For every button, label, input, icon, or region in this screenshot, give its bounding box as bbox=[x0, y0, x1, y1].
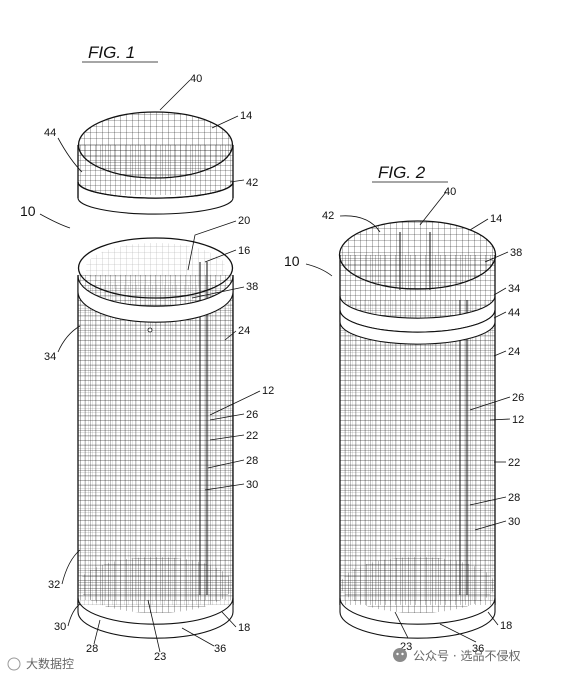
watermark-left: 大数据控 bbox=[7, 656, 74, 671]
ref-label: 32 bbox=[48, 579, 60, 591]
ref-label: 16 bbox=[238, 245, 250, 257]
watermark-logo-icon bbox=[7, 657, 21, 671]
ref-label: 14 bbox=[490, 213, 502, 225]
ref-label: 42 bbox=[322, 210, 334, 222]
ref-label: 34 bbox=[44, 351, 56, 363]
ref-label: 10 bbox=[20, 203, 36, 219]
figure-1-reference-numerals: 40 14 44 42 10 20 16 38 24 34 12 26 22 2… bbox=[20, 73, 274, 663]
ref-label: 28 bbox=[508, 492, 520, 504]
ref-label: 40 bbox=[444, 186, 456, 198]
figure-2-title: FIG. 2 bbox=[378, 163, 426, 182]
rivet bbox=[147, 327, 153, 333]
ref-label: 40 bbox=[190, 73, 202, 85]
ref-label: 28 bbox=[86, 643, 98, 655]
ref-label: 38 bbox=[510, 247, 522, 259]
wechat-icon bbox=[393, 648, 407, 662]
ref-label: 12 bbox=[262, 385, 274, 397]
figure-2-assembled-basket bbox=[338, 220, 497, 639]
assembled-bottom-band bbox=[339, 597, 496, 639]
figure-2-reference-numerals: 40 42 14 38 10 34 44 24 26 12 22 28 30 2… bbox=[284, 186, 524, 655]
ref-label: 22 bbox=[246, 430, 258, 442]
watermark-right-text: 公众号 · 选品不侵权 bbox=[413, 648, 520, 663]
figure-1-title: FIG. 1 bbox=[88, 43, 135, 62]
bottom-collar-band bbox=[77, 597, 234, 639]
ref-label: 18 bbox=[238, 622, 250, 634]
ref-label: 26 bbox=[246, 409, 258, 421]
body-top-rim bbox=[77, 237, 234, 299]
ref-label: 30 bbox=[508, 516, 520, 528]
assembled-bottom-mesh bbox=[340, 557, 495, 613]
watermark-left-text: 大数据控 bbox=[26, 656, 74, 671]
figure-1: FIG. 1 bbox=[20, 43, 274, 663]
bottom-mesh bbox=[78, 557, 233, 613]
ref-label: 26 bbox=[512, 392, 524, 404]
ref-label: 36 bbox=[214, 643, 226, 655]
figure-1-lid bbox=[77, 111, 234, 215]
ref-label: 30 bbox=[54, 621, 66, 633]
figure-1-leaders bbox=[39, 79, 261, 653]
assembled-top-collar bbox=[339, 309, 496, 345]
ref-label: 44 bbox=[508, 307, 520, 319]
ref-label: 14 bbox=[240, 110, 252, 122]
figure-1-basket-body bbox=[77, 237, 234, 639]
ref-label: 18 bbox=[500, 620, 512, 632]
ref-label: 36 bbox=[472, 643, 484, 655]
top-collar-band bbox=[77, 275, 234, 323]
ref-label: 24 bbox=[508, 346, 520, 358]
ref-label: 44 bbox=[44, 127, 56, 139]
lid-top-mesh bbox=[78, 112, 233, 178]
ref-label: 12 bbox=[512, 414, 524, 426]
figure-2: FIG. 2 bbox=[284, 163, 524, 655]
watermark-right: 公众号 · 选品不侵权 bbox=[393, 648, 520, 663]
ref-label: 42 bbox=[246, 177, 258, 189]
ref-label: 24 bbox=[238, 325, 250, 337]
ref-label: 23 bbox=[154, 651, 166, 663]
ref-label: 34 bbox=[508, 283, 520, 295]
ref-label: 38 bbox=[246, 281, 258, 293]
ref-label: 22 bbox=[508, 457, 520, 469]
ref-label: 10 bbox=[284, 253, 300, 269]
figure-2-leaders bbox=[305, 191, 511, 643]
ref-label: 30 bbox=[246, 479, 258, 491]
ref-label: 28 bbox=[246, 455, 258, 467]
ref-label: 20 bbox=[238, 215, 250, 227]
